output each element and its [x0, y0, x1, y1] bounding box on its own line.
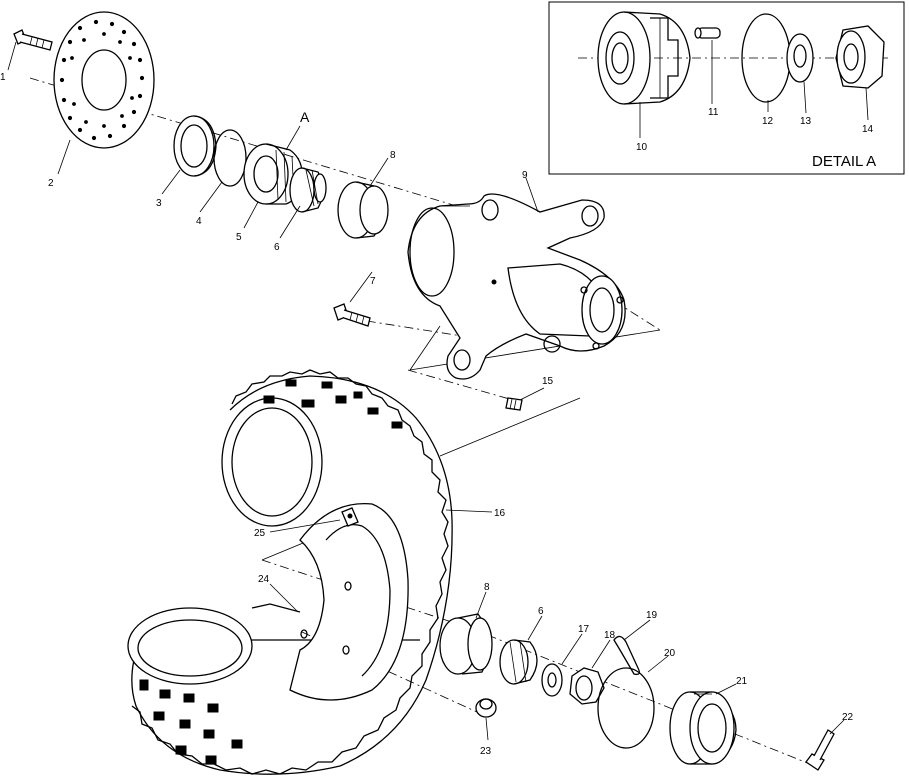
tapered-bearing-part-upper — [289, 167, 327, 213]
grease-fitting-part — [505, 397, 523, 411]
label-22: 22 — [842, 712, 854, 723]
detail-a-title: DETAIL A — [812, 153, 876, 170]
rim-part — [251, 502, 409, 701]
label-1: 1 — [0, 72, 6, 83]
cotter-pin-part — [613, 635, 640, 676]
seal-part — [173, 115, 217, 177]
label-16: 16 — [494, 508, 506, 519]
label-4: 4 — [196, 216, 202, 227]
label-6-upper: 6 — [274, 242, 280, 253]
hub-knuckle-part — [407, 193, 626, 380]
label-5: 5 — [236, 232, 242, 243]
label-20: 20 — [664, 648, 676, 659]
lug-nut-part — [475, 698, 497, 718]
label-15: 15 — [542, 376, 554, 387]
label-17: 17 — [578, 624, 590, 635]
label-8-upper: 8 — [390, 150, 396, 161]
bolt-part — [13, 29, 53, 51]
brake-disc-part — [53, 11, 155, 149]
label-12: 12 — [762, 116, 774, 127]
label-24: 24 — [258, 574, 270, 585]
label-21: 21 — [736, 676, 748, 687]
label-19: 19 — [646, 610, 658, 621]
cap-screw-part — [805, 729, 835, 771]
label-23: 23 — [480, 746, 492, 757]
tread-blocks — [139, 379, 403, 765]
label-25: 25 — [254, 528, 266, 539]
callout-a-label: A — [300, 109, 310, 125]
o-ring-part — [597, 667, 655, 749]
castle-nut-part — [569, 667, 605, 705]
label-8-lower: 8 — [484, 582, 490, 593]
tire-part — [127, 369, 453, 775]
label-2: 2 — [48, 178, 54, 189]
detail-a-box: DETAIL A — [548, 1, 905, 175]
label-11: 11 — [708, 107, 719, 118]
tapered-bearing-part-lower — [499, 639, 538, 685]
disc-holes — [59, 19, 145, 141]
hub-detail-part — [597, 11, 691, 105]
washer-part — [541, 663, 563, 697]
pin-part — [694, 27, 721, 39]
label-14: 14 — [862, 124, 874, 135]
hub-cap-part — [669, 691, 737, 765]
label-9: 9 — [522, 170, 528, 181]
nut-detail-part — [835, 25, 885, 89]
snap-ring-part — [213, 129, 247, 187]
label-3: 3 — [156, 198, 162, 209]
label-7: 7 — [370, 276, 376, 287]
knuckle-bolt-part — [333, 303, 371, 327]
label-10: 10 — [636, 142, 648, 153]
washer-detail-part — [786, 33, 814, 83]
leader-lines — [7, 41, 845, 741]
label-18: 18 — [604, 630, 616, 641]
label-6-lower: 6 — [538, 606, 544, 617]
label-13: 13 — [800, 116, 812, 127]
bearing-race-part-lower — [439, 613, 493, 675]
valve-stem-part — [341, 507, 359, 527]
part-labels: 1 2 3 4 5 6 7 8 9 10 11 12 13 14 15 16 6… — [0, 72, 874, 757]
sprag-clutch-part — [243, 143, 303, 205]
bearing-race-part-upper — [337, 181, 389, 239]
